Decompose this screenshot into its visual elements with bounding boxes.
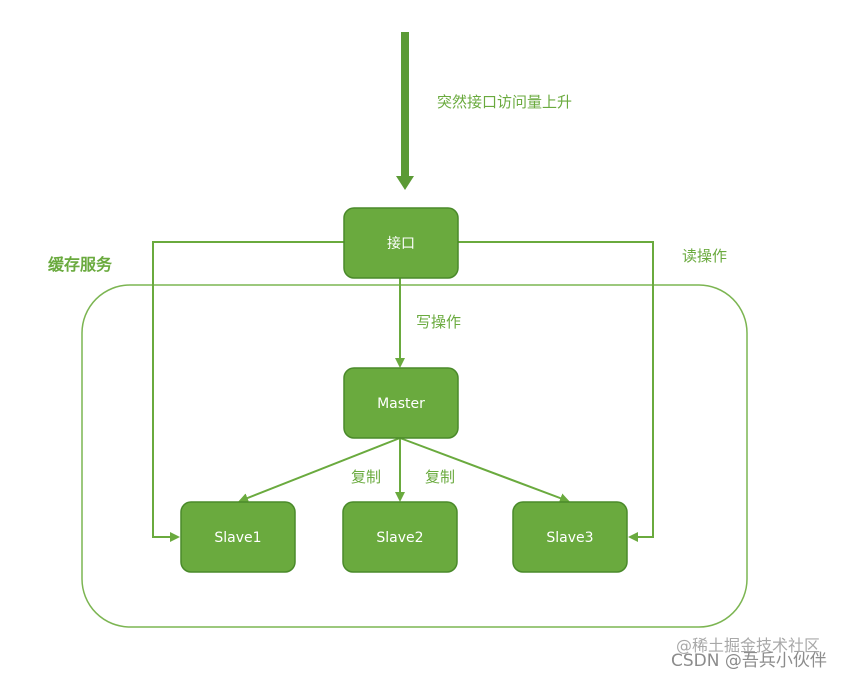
cache-service-container <box>81 284 748 628</box>
api-node-label: 接口 <box>387 235 415 252</box>
read-path-left <box>152 241 344 542</box>
replicate-label-right: 复制 <box>425 468 455 486</box>
traffic-surge-arrow <box>396 32 414 190</box>
watermark-juejin: @稀土掘金技术社区 <box>676 636 821 655</box>
traffic-surge-label: 突然接口访问量上升 <box>437 93 572 111</box>
watermark-csdn: CSDN @吾兵小伙伴 <box>671 651 827 671</box>
master-node: Master <box>343 367 459 439</box>
write-operation-label: 写操作 <box>416 313 461 331</box>
cache-service-title: 缓存服务 <box>47 255 113 274</box>
slave1-node-label: Slave1 <box>214 530 261 546</box>
replicate-path-slave3 <box>399 437 570 503</box>
master-node-label: Master <box>377 396 425 412</box>
slave3-node: Slave3 <box>512 501 628 573</box>
slave2-node: Slave2 <box>342 501 458 573</box>
read-path-right <box>458 241 654 542</box>
slave3-node-label: Slave3 <box>546 530 593 546</box>
replicate-label-left: 复制 <box>351 468 381 486</box>
slave2-node-label: Slave2 <box>376 530 423 546</box>
api-node: 接口 <box>343 207 459 279</box>
read-operation-label: 读操作 <box>682 247 727 265</box>
slave1-node: Slave1 <box>180 501 296 573</box>
replicate-path-slave1 <box>238 437 401 503</box>
